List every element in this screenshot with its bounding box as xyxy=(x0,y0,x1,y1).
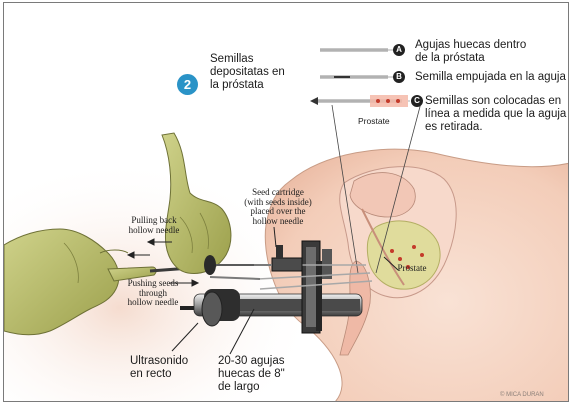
ultrasound-label: Ultrasonido en recto xyxy=(130,355,188,381)
legend-text-c: Semillas son colocadas en línea a medida… xyxy=(425,95,566,134)
illustration-frame: 2 Semillas depositatas en la próstata A … xyxy=(3,2,569,402)
artist-signature: © MICA DURAN xyxy=(500,392,544,399)
legend-badge-a: A xyxy=(393,44,405,56)
legend-text-b: Semilla empujada en la aguja xyxy=(415,71,566,84)
inset-prostate-label: Prostate xyxy=(358,117,390,126)
step-number-badge: 2 xyxy=(177,74,198,95)
legend-badge-b: B xyxy=(393,71,405,83)
seed-cartridge-label: Seed cartridge (with seeds inside) place… xyxy=(232,188,324,226)
inset-needle-c xyxy=(310,95,408,107)
pushing-seeds-label: Pushing seeds through hollow needle xyxy=(122,279,184,308)
pulling-back-label: Pulling back hollow needle xyxy=(120,216,188,235)
needles-label: 20-30 agujas huecas de 8" de largo xyxy=(218,355,285,394)
legend-text-a: Agujas huecas dentro de la próstata xyxy=(415,39,526,65)
prostate-gland xyxy=(367,221,440,289)
anatomy-prostate-label: Prostate xyxy=(392,264,432,274)
legend-badge-c: C xyxy=(411,95,423,107)
step-caption: Semillas depositatas en la próstata xyxy=(210,53,285,92)
